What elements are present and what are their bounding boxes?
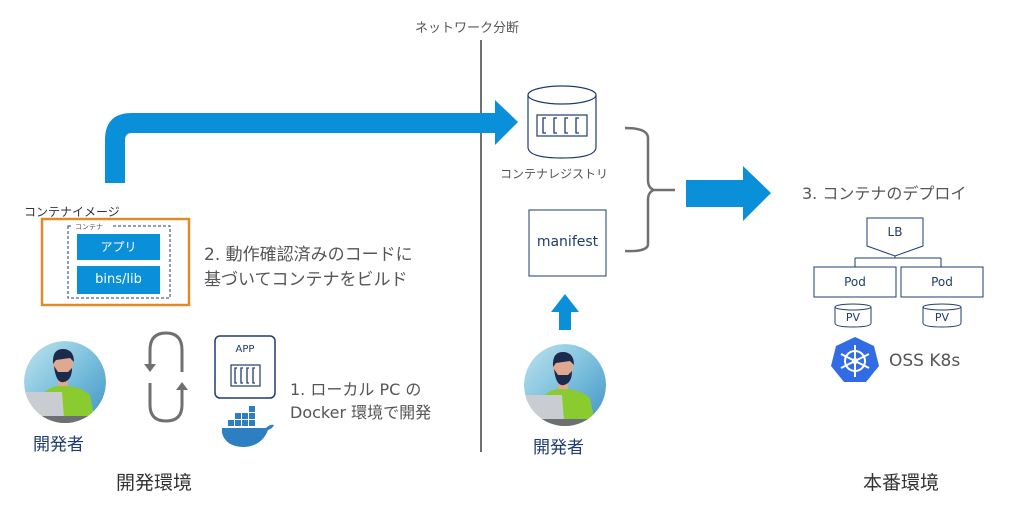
bins-lib-label: bins/lib <box>95 272 142 287</box>
pv-label-1: PV <box>845 311 861 324</box>
merge-brace <box>624 126 675 253</box>
step1-line1: 1. ローカル PC の <box>290 380 422 399</box>
developer-middle-label: 開発者 <box>533 438 584 458</box>
step3-label: 3. コンテナのデプロイ <box>802 184 967 203</box>
step1-line2: Docker 環境で開発 <box>290 403 432 422</box>
bins-lib-layer <box>77 266 160 294</box>
deploy-arrow <box>686 166 771 221</box>
lb-connectors <box>854 256 942 267</box>
container-label: コンテナ <box>75 223 103 231</box>
registry-container-bars <box>542 117 579 134</box>
app-container-bars <box>234 367 255 384</box>
k8s-label: OSS K8s <box>889 351 961 371</box>
developer-avatar-left <box>24 341 106 423</box>
pod-box-2 <box>900 266 984 298</box>
kubernetes-icon <box>831 337 879 382</box>
app-layer-label: アプリ <box>100 240 137 254</box>
pod-label-2: Pod <box>931 275 953 289</box>
manifest-upload-arrow <box>551 294 579 330</box>
container-image-box <box>40 217 191 307</box>
cycle-arrowhead-down <box>144 364 156 372</box>
lb-box <box>866 217 924 257</box>
app-layer <box>77 234 160 260</box>
manifest-label: manifest <box>536 234 599 250</box>
lb-label: LB <box>887 225 903 239</box>
dev-cycle-icon <box>148 331 184 423</box>
dev-environment-label: 開発環境 <box>116 472 193 494</box>
docker-whale-icon <box>222 406 274 447</box>
container-dashed-box <box>67 225 171 299</box>
pod-box-1 <box>813 266 897 298</box>
prod-environment-label: 本番環境 <box>863 472 940 494</box>
app-icon-label: APP <box>235 344 255 355</box>
manifest-box <box>528 209 607 277</box>
pod-label-1: Pod <box>844 275 866 289</box>
container-registry-icon <box>527 85 597 159</box>
network-divider-label: ネットワーク分断 <box>415 21 520 36</box>
container-image-label: コンテナイメージ <box>24 205 120 219</box>
step2-line1: 2. 動作確認済みのコードに <box>204 245 413 265</box>
pv-label-2: PV <box>934 311 950 324</box>
cycle-arrowhead-up <box>176 382 188 390</box>
pv-cylinder-2 <box>922 303 962 328</box>
app-container-glyph <box>230 364 261 387</box>
registry-label: コンテナレジストリ <box>500 167 609 181</box>
pv-cylinder-1 <box>834 303 872 328</box>
step2-line2: 基づいてコンテナをビルド <box>204 270 408 290</box>
developer-avatar-middle <box>524 344 606 426</box>
developer-left-label: 開発者 <box>33 435 84 455</box>
push-to-registry-arrow <box>105 100 518 183</box>
